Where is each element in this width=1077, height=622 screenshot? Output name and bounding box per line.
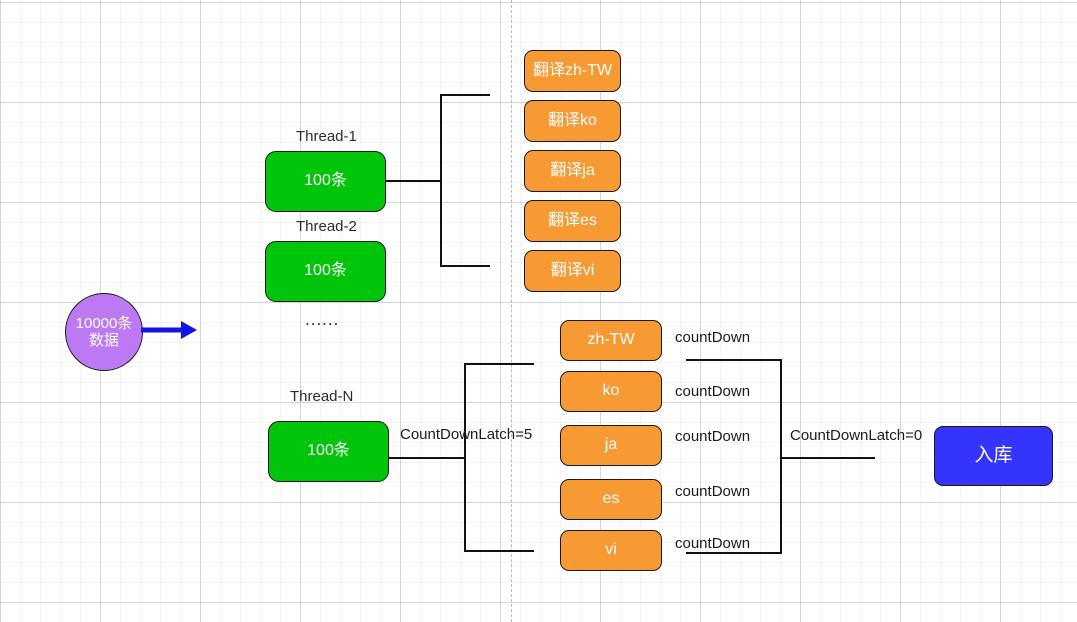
language-label: zh-TW (587, 331, 635, 349)
latch5-input-line (389, 457, 466, 459)
translate-task-es[interactable]: 翻译es (524, 200, 621, 242)
translate-task-zh-tw[interactable]: 翻译zh-TW (524, 50, 621, 92)
latch5-bracket-lower-stub (464, 550, 534, 552)
thread-2-box[interactable]: 100条 (265, 241, 386, 302)
thread-1-label: 100条 (304, 172, 347, 190)
latch0-output-line (780, 457, 875, 459)
top-bracket-upper-stub (440, 94, 490, 96)
language-label: ja (604, 436, 618, 454)
thread-2-caption: Thread-2 (296, 218, 357, 235)
countdownlatch-end-label: CountDownLatch=0 (790, 427, 923, 444)
translate-task-label: 翻译zh-TW (532, 61, 613, 79)
threads-ellipsis: ...... (305, 310, 340, 329)
latch5-bracket-spine (464, 364, 466, 552)
thread-n-caption: Thread-N (290, 388, 354, 405)
thread-n-box[interactable]: 100条 (268, 421, 389, 482)
translate-task-label: 翻译ja (550, 161, 595, 179)
language-box-zh-tw[interactable]: zh-TW (560, 320, 662, 361)
language-box-ja[interactable]: ja (560, 425, 662, 466)
latch5-bracket-upper-stub (464, 363, 534, 365)
translate-task-vi[interactable]: 翻译vi (524, 250, 621, 292)
language-label: es (602, 490, 620, 508)
countdownlatch-start-label: CountDownLatch=5 (400, 426, 533, 443)
top-bracket-input-line (386, 180, 442, 182)
countdown-label-ko: countDown (675, 383, 751, 400)
vertical-dashed-guide (511, 0, 512, 622)
latch0-bracket-lower-stub (686, 552, 782, 554)
translate-task-label: 翻译vi (550, 261, 595, 279)
thread-n-label: 100条 (307, 442, 350, 460)
sink-box-storage[interactable]: 入库 (934, 426, 1053, 486)
countdown-label-es: countDown (675, 483, 751, 500)
latch0-bracket-spine (780, 359, 782, 554)
thread-2-label: 100条 (304, 262, 347, 280)
top-bracket-spine (440, 95, 442, 267)
top-bracket-lower-stub (440, 265, 490, 267)
sink-label: 入库 (974, 445, 1013, 467)
source-node-label: 10000条数据 (75, 314, 133, 349)
translate-task-ja[interactable]: 翻译ja (524, 150, 621, 192)
countdown-label-ja: countDown (675, 428, 751, 445)
latch0-bracket-upper-stub (686, 359, 782, 361)
language-label: ko (602, 382, 620, 400)
translate-task-label: 翻译es (548, 211, 597, 229)
flow-arrow-icon (141, 321, 197, 339)
source-node-10000-records[interactable]: 10000条数据 (65, 293, 143, 371)
translate-task-ko[interactable]: 翻译ko (524, 100, 621, 142)
thread-1-box[interactable]: 100条 (265, 151, 386, 212)
translate-task-label: 翻译ko (548, 111, 597, 129)
flow-arrow (141, 318, 199, 347)
language-box-ko[interactable]: ko (560, 371, 662, 412)
language-box-es[interactable]: es (560, 479, 662, 520)
countdown-label-zh-tw: countDown (675, 329, 751, 346)
language-label: vi (605, 541, 617, 559)
countdown-label-vi: countDown (675, 535, 751, 552)
language-box-vi[interactable]: vi (560, 530, 662, 571)
thread-1-caption: Thread-1 (296, 128, 357, 145)
